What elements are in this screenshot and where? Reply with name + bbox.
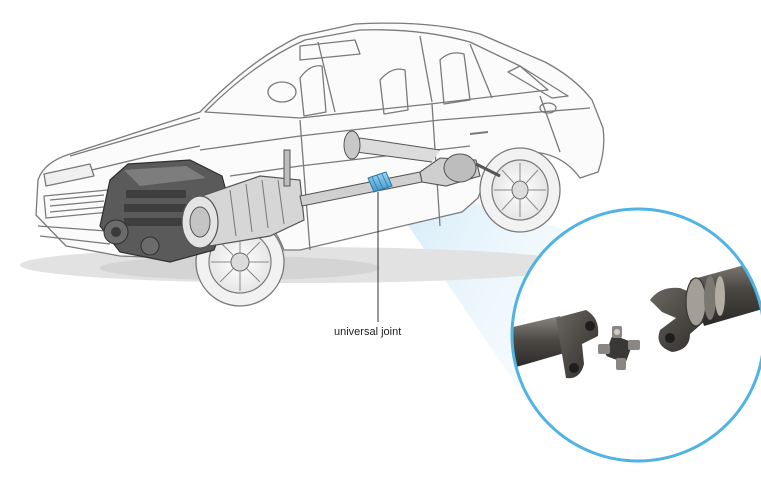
detail-magnifier bbox=[510, 207, 761, 463]
transmission-illustration bbox=[181, 149, 305, 249]
rear-wheel bbox=[479, 147, 561, 233]
callout-label-universal-joint: universal joint bbox=[334, 326, 402, 338]
left-shaft-tube bbox=[512, 316, 568, 370]
universal-joint-highlight bbox=[367, 171, 393, 193]
u-joint-cross-icon bbox=[598, 326, 640, 370]
detail-circle-border bbox=[510, 207, 761, 463]
